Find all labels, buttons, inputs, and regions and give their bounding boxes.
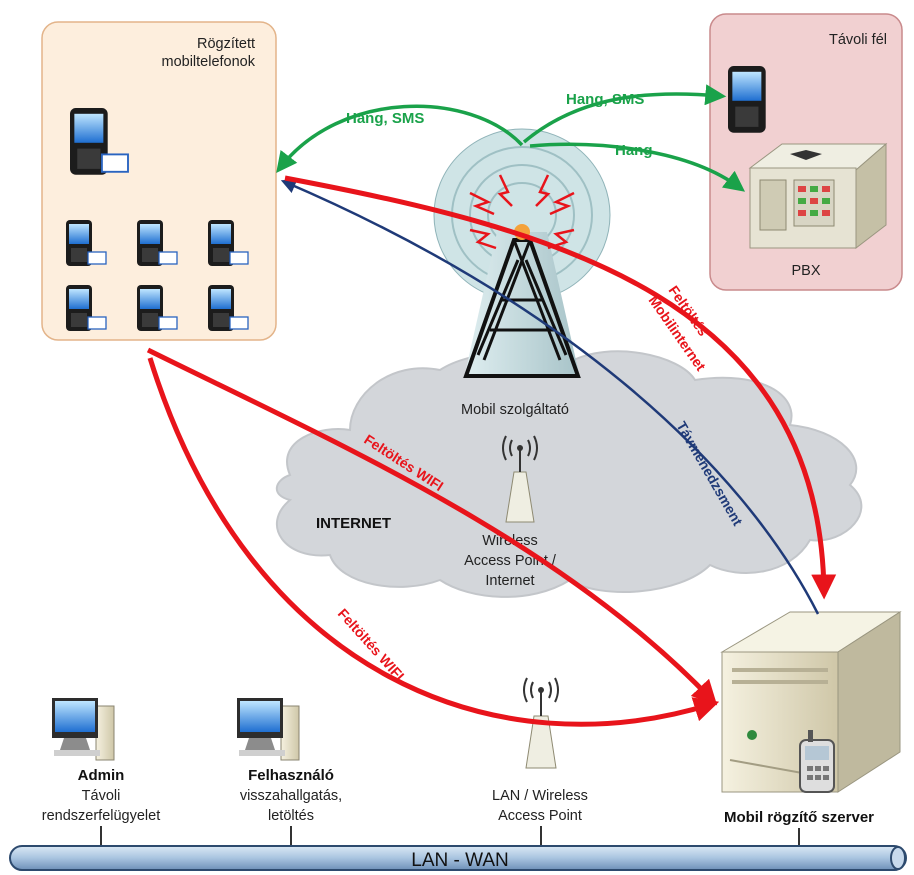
arrows — [146, 84, 837, 727]
wireless-ap-internet: Wireless Access Point / Internet — [464, 435, 557, 589]
computer-icon — [51, 697, 115, 761]
upload-wifi-lower-arrow — [147, 357, 720, 727]
mobile-phone-icon — [728, 66, 766, 133]
recording-server: Mobil rögzítő szerver — [720, 611, 902, 826]
pbx-icon — [748, 142, 888, 250]
lan-ap-2: Access Point — [498, 808, 582, 824]
phones-title-1: Rögzített — [197, 36, 255, 52]
remote-mgmt-arrow — [280, 179, 820, 615]
remote-title: Távoli fél — [829, 32, 887, 48]
wap-internet-3: Internet — [485, 573, 534, 589]
phones-group: Rögzített mobiltelefonok — [41, 21, 277, 341]
bus-label: LAN - WAN — [411, 850, 508, 871]
user-line-1: visszahallgatás, — [240, 788, 342, 804]
lan-ap-1: LAN / Wireless — [492, 788, 588, 804]
upload-wifi-upper-arrow — [146, 347, 718, 706]
voice-arrow-to-remote-phone — [522, 84, 727, 144]
upload-wifi-lower-label: Feltöltés WIFI — [335, 605, 408, 683]
lan-wan-bus: LAN - WAN — [9, 826, 907, 871]
voice-sms-right-label: Hang, SMS — [566, 91, 644, 108]
phones-title-2: mobiltelefonok — [162, 54, 256, 70]
remote-group: Távoli fél PBX — [709, 13, 903, 291]
admin-line-2: rendszerfelügyelet — [42, 808, 161, 824]
user-line-2: letöltés — [268, 808, 314, 824]
handset-icon — [799, 730, 835, 793]
voice-pbx-label: Hang — [615, 142, 653, 159]
internet-cloud: INTERNET — [275, 350, 863, 598]
admin-title: Admin — [78, 767, 125, 784]
voice-arrow-to-phones — [276, 104, 524, 173]
voice-arrow-to-pbx — [529, 142, 746, 192]
lan-wireless-ap: LAN / Wireless Access Point — [492, 677, 588, 824]
internet-label: INTERNET — [316, 515, 391, 532]
admin-line-1: Távoli — [82, 788, 121, 804]
upload-mobile-arrow — [284, 175, 837, 600]
tower-label: Mobil szolgáltató — [461, 402, 569, 418]
admin-workstation: Admin Távoli rendszerfelügyelet — [42, 697, 161, 824]
computer-icon — [236, 697, 300, 761]
user-title: Felhasználó — [248, 767, 334, 784]
server-label: Mobil rögzítő szerver — [724, 809, 874, 826]
voice-sms-left-label: Hang, SMS — [346, 110, 424, 127]
user-workstation: Felhasználó visszahallgatás, letöltés — [236, 697, 342, 824]
pbx-label: PBX — [791, 263, 820, 279]
cell-tower: Mobil szolgáltató — [433, 128, 611, 418]
